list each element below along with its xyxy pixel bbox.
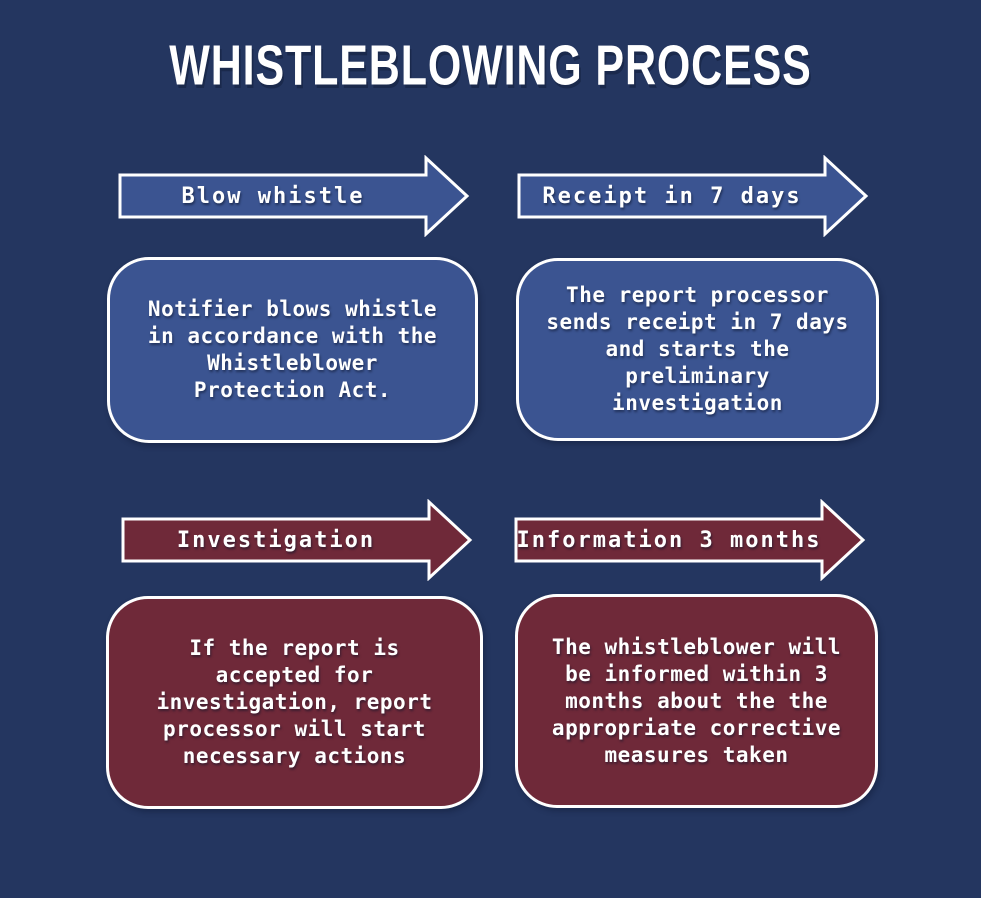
step4-arrow-label: Information 3 months [516,527,822,553]
step3-arrow-label: Investigation [176,527,376,553]
right-arrow-icon [517,155,869,237]
step2-arrow: Receipt in 7 days [517,155,869,237]
right-arrow-icon [514,499,866,581]
step3-arrow: Investigation [121,499,473,581]
step2-arrow-label: Receipt in 7 days [542,183,802,209]
step1-arrow-label: Blow whistle [181,183,365,209]
step4-arrow: Information 3 months [514,499,866,581]
step1-description: Notifier blows whistle in accordance wit… [147,297,438,402]
page-title: WHISTLEBLOWING PROCESS [169,33,812,97]
step4-description: The whistleblower will be informed withi… [551,634,842,767]
step1-description-box: Notifier blows whistle in accordance wit… [107,257,478,443]
step4-description-box: The whistleblower will be informed withi… [515,594,878,808]
step2-description-box: The report processor sends receipt in 7 … [516,258,879,441]
step2-description: The report processor sends receipt in 7 … [546,283,849,415]
step3-description-box: If the report is accepted for investigat… [106,596,483,809]
step3-description: If the report is accepted for investigat… [156,636,433,768]
right-arrow-icon [118,155,470,237]
step1-arrow: Blow whistle [118,155,470,237]
right-arrow-icon [121,499,473,581]
